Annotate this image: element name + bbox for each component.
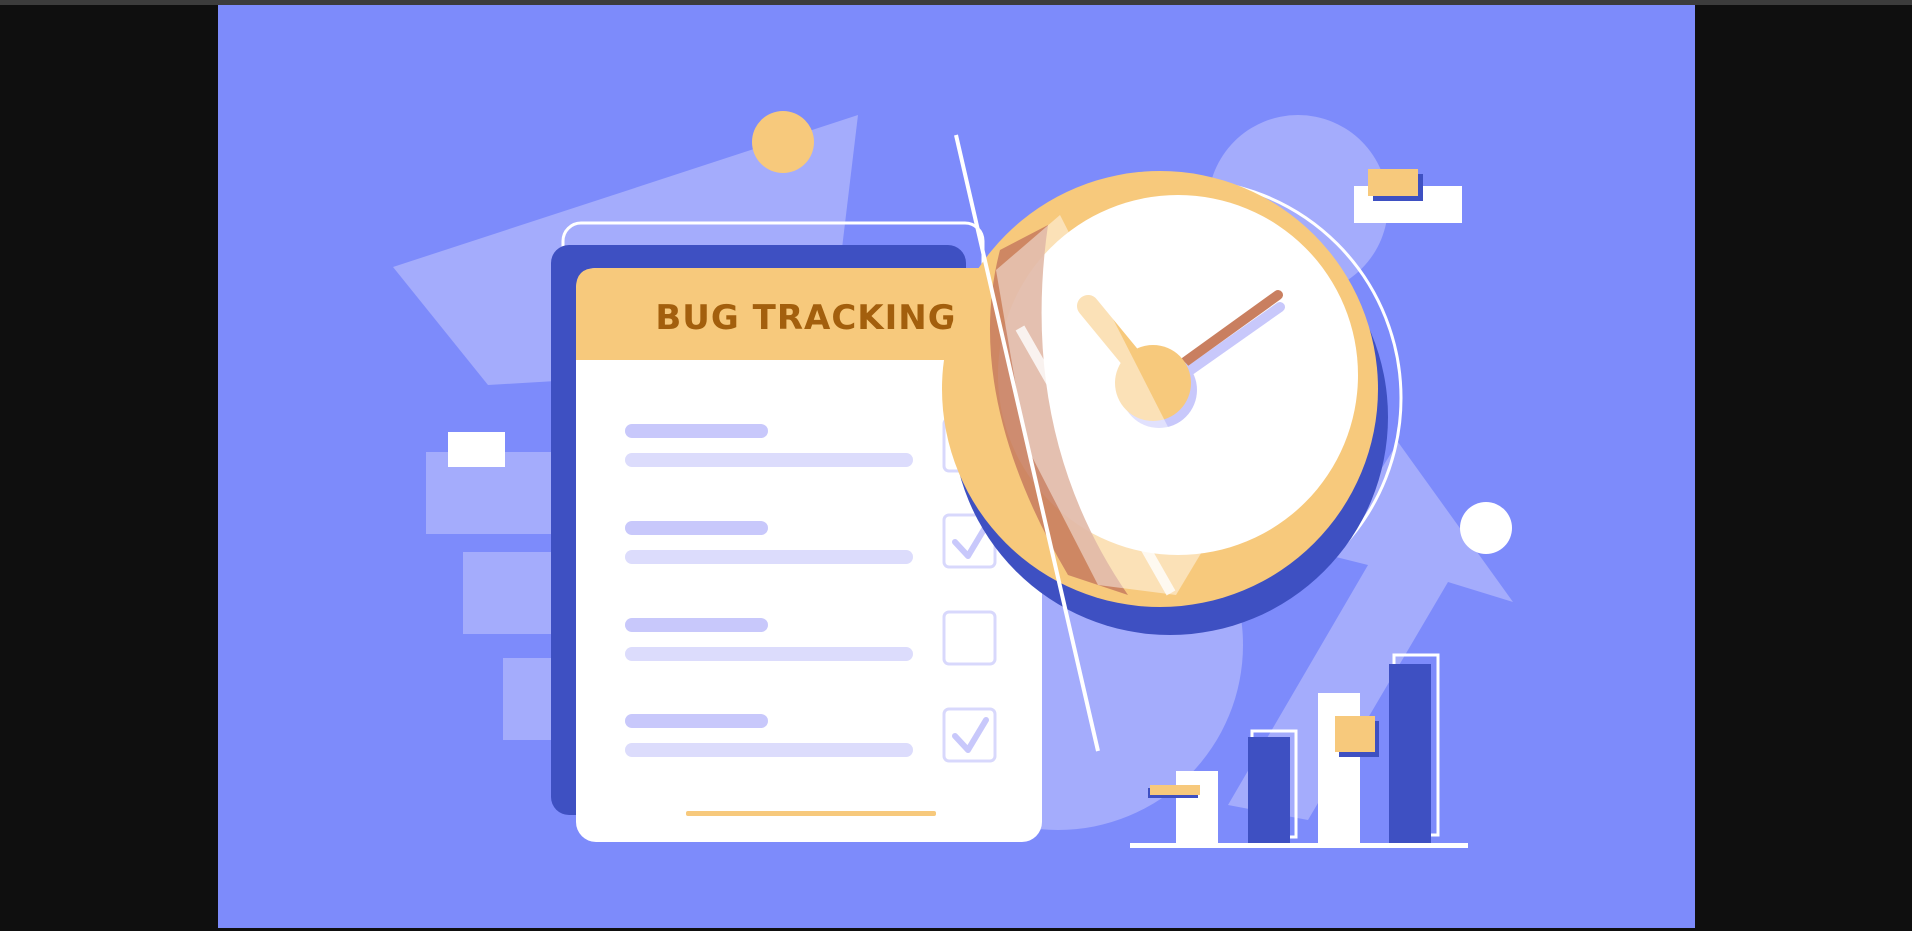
row-label-long (625, 647, 913, 661)
clock-icon (942, 171, 1403, 635)
clipboard-footer-line (686, 811, 936, 816)
viewer-left-margin (0, 5, 218, 931)
chart-baseline (1130, 843, 1468, 848)
page-title: BUG TRACKING (655, 298, 956, 338)
check-icon (952, 717, 989, 753)
chart-bar-yellow-tag (1150, 785, 1200, 795)
glass-line (954, 134, 1100, 752)
empty-checkbox-icon (942, 610, 997, 666)
background-yellow-tag (1368, 169, 1418, 196)
clock-rim-shade (989, 225, 1128, 595)
clock-center (1115, 345, 1191, 421)
image-viewer: BUG TRACKING (0, 5, 1912, 931)
row-label-short (625, 424, 768, 438)
row-label-short (625, 618, 768, 632)
chart-bar (1248, 737, 1290, 847)
glass-streak (1015, 325, 1176, 596)
illustration-canvas: BUG TRACKING (218, 5, 1695, 928)
row-label-short (625, 714, 768, 728)
bar-chart-icon (1130, 653, 1468, 848)
checklist-row (625, 610, 997, 666)
check-icon (952, 523, 989, 559)
background-white-tag-left (448, 432, 505, 467)
background-block-3 (503, 658, 558, 740)
background-block-2 (463, 552, 563, 634)
background-arrow (1228, 442, 1513, 820)
checkbox (942, 707, 997, 763)
row-label-long (625, 743, 913, 757)
checklist-row (625, 707, 997, 763)
row-label-short (625, 521, 768, 535)
glass-panel (996, 215, 1218, 595)
background-white-dot (1460, 502, 1512, 554)
chart-bar-yellow-tag (1335, 716, 1375, 752)
background-yellow-dot (752, 111, 814, 173)
row-label-long (625, 453, 913, 467)
chart-bar (1389, 664, 1431, 847)
bug-tracking-clipboard: BUG TRACKING (551, 221, 1042, 842)
row-label-long (625, 550, 913, 564)
bug-tracking-illustration: BUG TRACKING (393, 111, 1513, 848)
glass-reflection (954, 134, 1218, 752)
viewer-right-margin (1695, 5, 1912, 931)
window-top-strip (0, 0, 1912, 5)
clipboard-header (576, 268, 1042, 360)
chart-bar (1176, 771, 1218, 847)
checklist-row (625, 513, 997, 569)
